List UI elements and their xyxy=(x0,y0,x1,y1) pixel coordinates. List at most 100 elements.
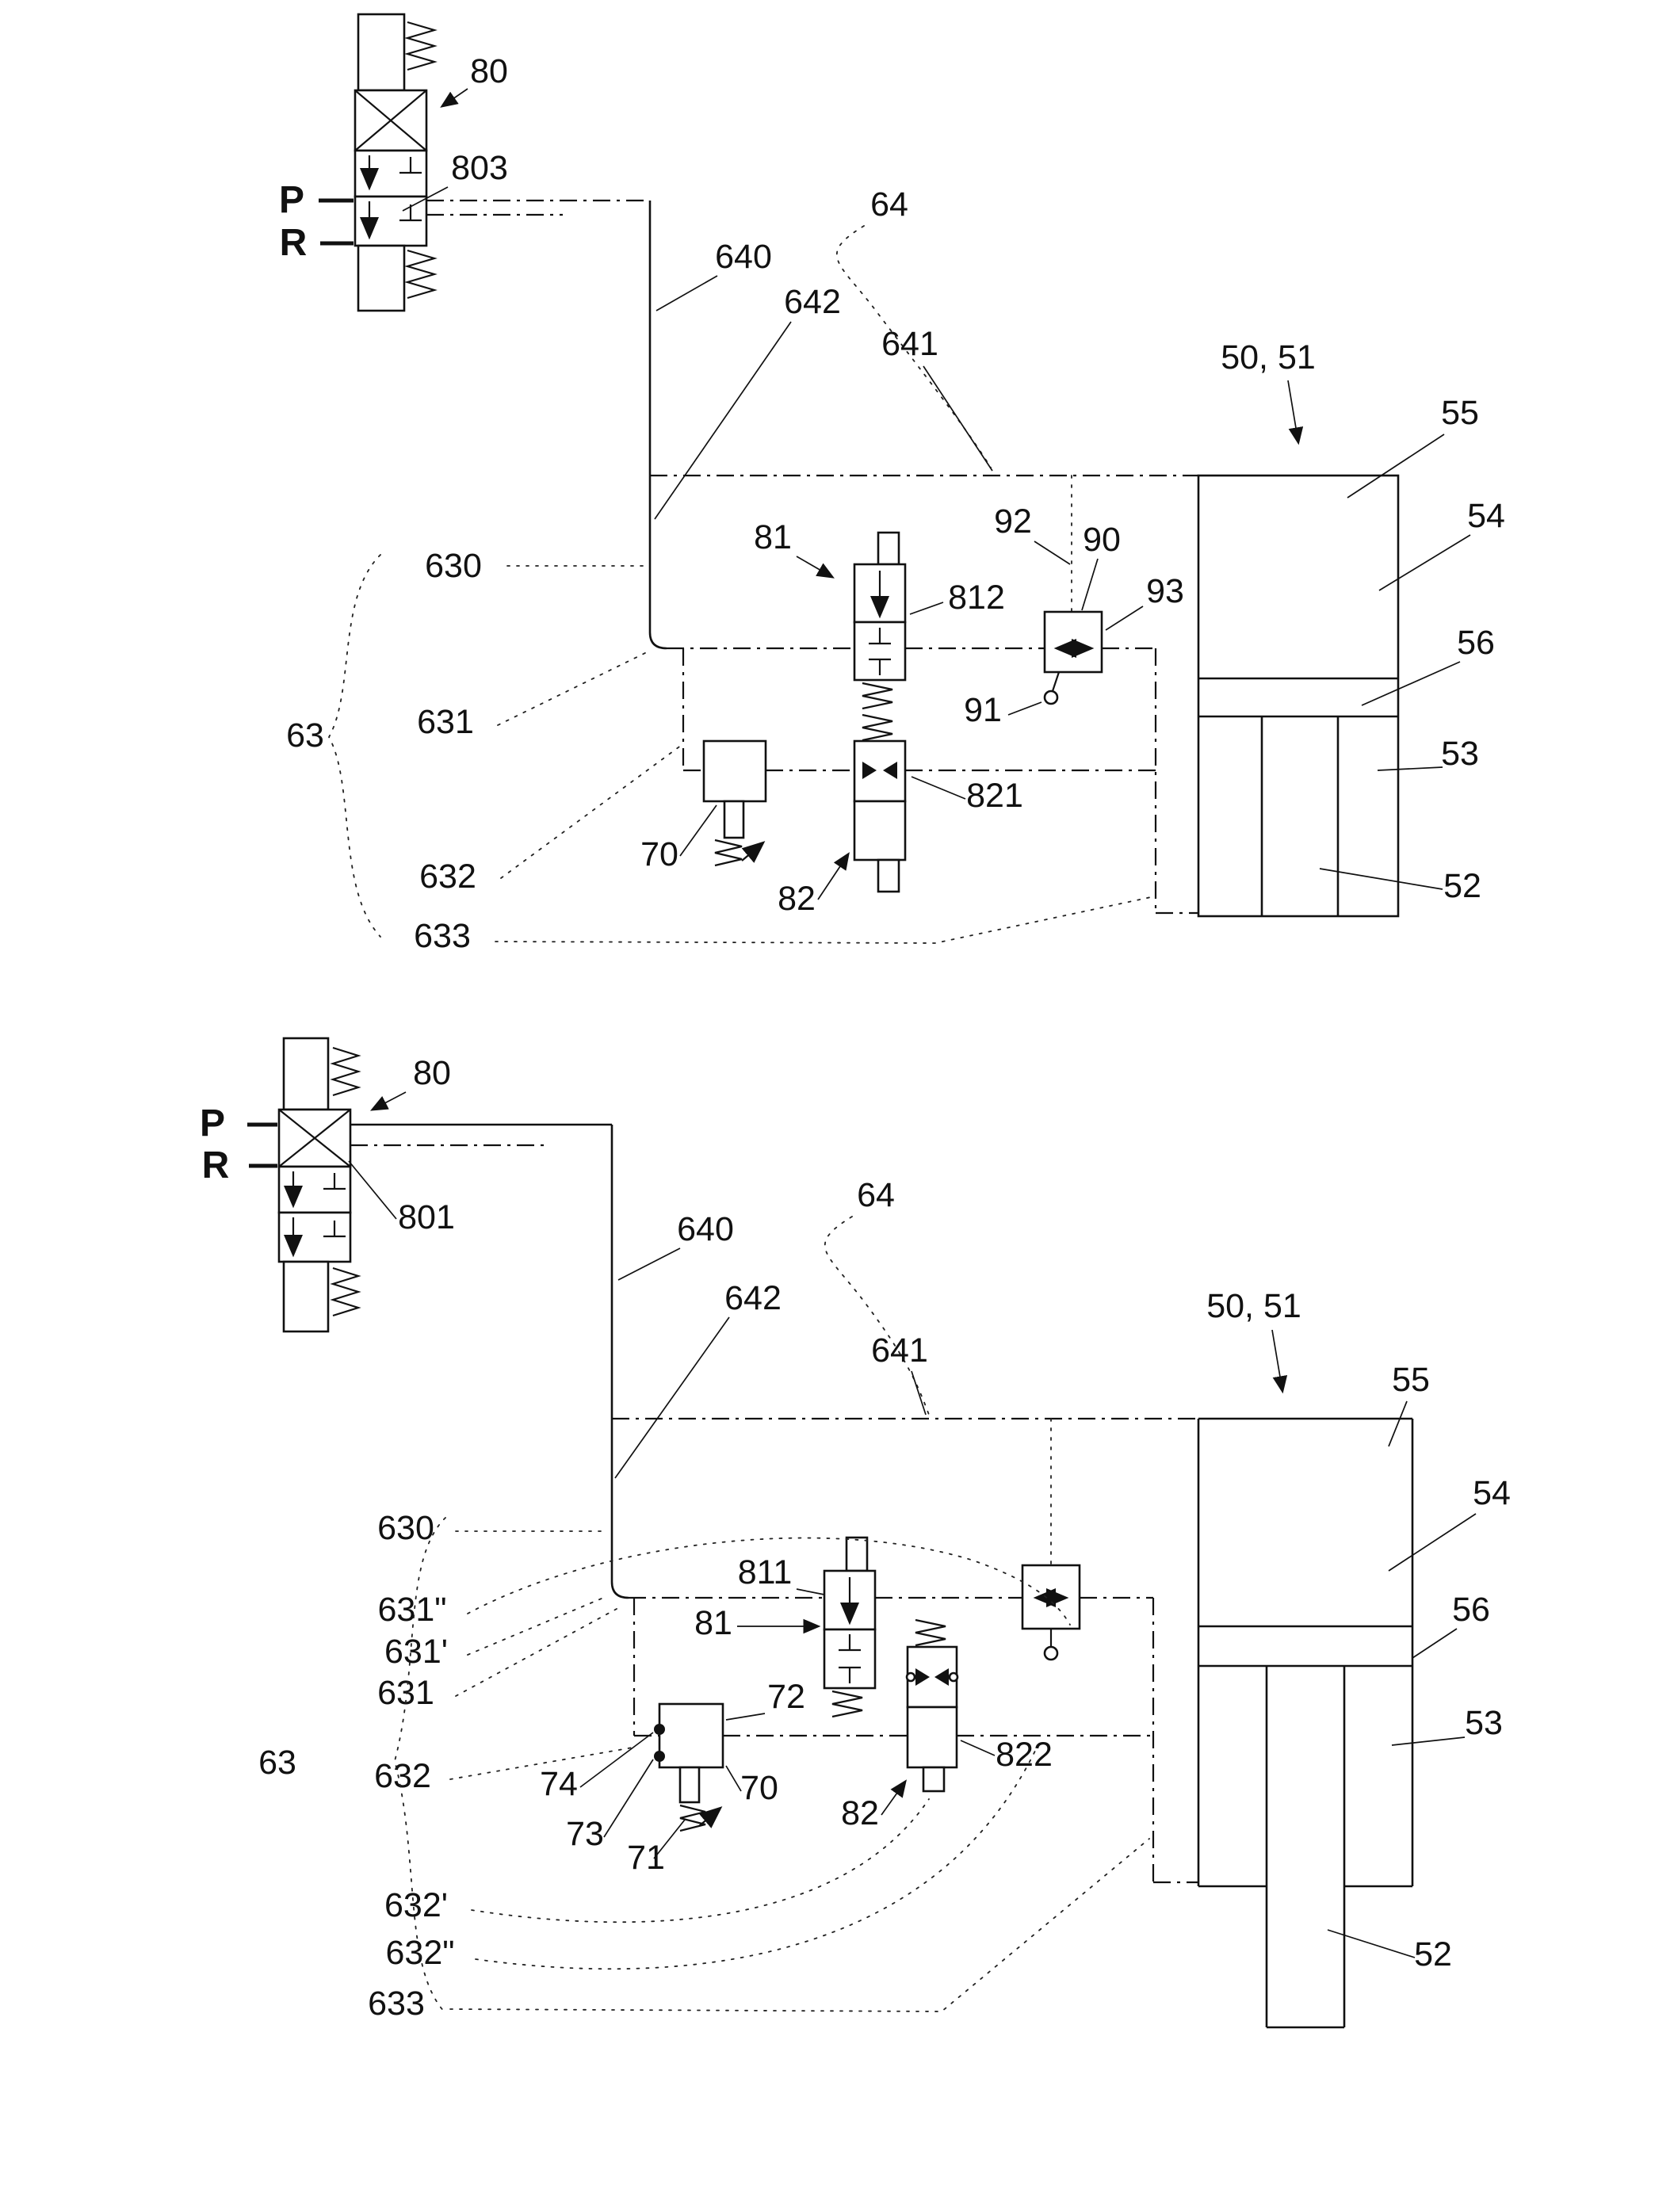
fig1-leader-641 xyxy=(923,365,993,472)
fig2-leader-53 xyxy=(1391,1736,1466,1746)
fig2-valve81-stem xyxy=(845,1536,869,1572)
fig1-leader-92 xyxy=(1034,541,1071,565)
fig1-ref-80: 80 xyxy=(470,52,508,90)
fig2-leader-5051 xyxy=(1271,1329,1288,1394)
fig2-ref-80: 80 xyxy=(413,1054,451,1092)
fig1-leader-54 xyxy=(1378,534,1471,591)
fig2-pilot-lines xyxy=(612,1417,1198,1884)
fig2-leader-801 xyxy=(348,1160,397,1220)
fig2-leader-70 xyxy=(725,1765,742,1792)
fig2-ref-52: 52 xyxy=(1414,1935,1452,1973)
fig1-valve82-arrow-right-icon xyxy=(862,762,877,779)
fig1-ref-70: 70 xyxy=(640,835,678,873)
fig1-ref-821: 821 xyxy=(966,777,1023,815)
figure2: P R 80 801 xyxy=(200,1037,1511,2029)
fig2-leader-52 xyxy=(1327,1929,1416,1958)
fig1-valve80-solenoid-x-icon xyxy=(354,90,427,151)
fig2-leader-632 xyxy=(449,1747,633,1780)
fig1-valve82-arrow-left-icon xyxy=(883,762,897,779)
fig2-ref-5051: 50, 51 xyxy=(1206,1287,1301,1325)
fig2-ref-801: 801 xyxy=(398,1198,455,1236)
fig2-ref-631dd: 631" xyxy=(377,1591,446,1629)
fig1-leader-53 xyxy=(1377,766,1443,771)
fig1-supply-lines xyxy=(426,199,667,650)
fig2-leader-74 xyxy=(579,1732,654,1788)
fig2-valve70-port-dot-74 xyxy=(654,1724,665,1735)
fig2-leader-72 xyxy=(725,1713,766,1721)
fig2-leader-631d xyxy=(467,1595,608,1656)
fig2-valve80-bottom-spring xyxy=(330,1266,361,1317)
fig2-ref-64: 64 xyxy=(857,1176,895,1214)
fig1-ref-52: 52 xyxy=(1443,867,1481,905)
fig1-valve-70 xyxy=(702,739,767,867)
fig2-leader-642 xyxy=(614,1316,730,1479)
fig2-line-hook xyxy=(610,1581,629,1599)
fig1-valve80-top-cap xyxy=(357,13,406,92)
fig1-valve80-bottom-spring xyxy=(404,249,438,300)
fig1-leader-82 xyxy=(817,852,850,900)
fig1-leader-80 xyxy=(440,88,468,108)
fig2-ref-54: 54 xyxy=(1473,1474,1511,1512)
fig2-supply-lines xyxy=(350,1123,629,1599)
fig2-solenoid-valve-80 xyxy=(247,1037,361,1333)
fig2-valve81-spring xyxy=(831,1690,863,1718)
fig2-leader-54 xyxy=(1388,1513,1477,1572)
fig2-brace-64 xyxy=(824,1216,930,1415)
fig2-leader-631 xyxy=(455,1608,617,1697)
fig1-pilot-lines xyxy=(650,474,1198,915)
fig1-valve82-box-bottom xyxy=(853,800,907,861)
fig1-leader-91 xyxy=(1007,701,1042,716)
fig2-ref-56: 56 xyxy=(1452,1591,1490,1629)
fig2-leader-633 xyxy=(449,1838,1150,2012)
fig2-leader-73 xyxy=(603,1759,654,1838)
fig1-valve-81 xyxy=(853,531,907,710)
fig1-ref-53: 53 xyxy=(1441,735,1479,773)
fig1-valve82-box-top xyxy=(853,739,907,803)
fig1-ref-633: 633 xyxy=(414,917,471,955)
fig1-ref-54: 54 xyxy=(1467,497,1505,535)
fig1-leader-56 xyxy=(1361,661,1461,706)
fig1-ref-91: 91 xyxy=(964,691,1002,729)
fig2-valve82-stem xyxy=(922,1766,946,1793)
fig2-leader-71 xyxy=(653,1819,686,1859)
fig2-port-p-label: P xyxy=(200,1102,225,1144)
fig2-valve80-bottom-cap xyxy=(282,1260,330,1333)
fig2-ref-81: 81 xyxy=(694,1604,732,1642)
fig1-leader-812 xyxy=(909,602,944,615)
fig2-ref-631: 631 xyxy=(377,1674,434,1712)
fig2-ref-822: 822 xyxy=(996,1736,1053,1774)
fig1-ref-56: 56 xyxy=(1457,624,1495,662)
fig2-valve70-actuation-arrow-icon xyxy=(698,1806,723,1828)
fig1-cylinder-body xyxy=(1197,474,1400,918)
fig2-valve81-blocked-symbol xyxy=(839,1634,861,1683)
fig1-ref-632: 632 xyxy=(419,858,476,896)
fig2-ref-55: 55 xyxy=(1392,1361,1430,1399)
fig1-leader-93 xyxy=(1105,606,1144,631)
fig1-leader-90 xyxy=(1081,558,1099,611)
fig2-valve82-arrow-right-icon xyxy=(915,1668,930,1686)
fig1-valve81-stem xyxy=(877,531,900,566)
fig1-valve70-stem xyxy=(723,800,745,839)
fig1-ref-92: 92 xyxy=(994,502,1032,541)
fig1-ref-82: 82 xyxy=(778,880,816,918)
fig1-line-hook xyxy=(648,632,667,650)
fig1-ref-93: 93 xyxy=(1146,572,1184,610)
fig1-drain-line xyxy=(1051,671,1061,692)
fig2-ref-642: 642 xyxy=(724,1279,782,1317)
fig2-valve70-stem xyxy=(678,1766,701,1804)
fig2-valve82-spring xyxy=(915,1618,946,1647)
fig2-ref-641: 641 xyxy=(871,1331,928,1370)
fig2-ref-72: 72 xyxy=(767,1678,805,1716)
fig2-ref-640: 640 xyxy=(677,1210,734,1248)
fig2-ref-632: 632 xyxy=(374,1757,431,1795)
fig1-ref-812: 812 xyxy=(948,579,1005,617)
fig2-valve80-top-spring xyxy=(330,1046,361,1097)
fig2-leader-56 xyxy=(1412,1628,1458,1659)
fig2-leader-641 xyxy=(911,1370,927,1415)
fig1-leader-70 xyxy=(679,804,717,857)
fig2-leader-811 xyxy=(796,1588,825,1595)
fig2-leader-631dd xyxy=(467,1537,1071,1626)
fig2-valve82-box-bottom xyxy=(906,1706,958,1769)
fig1-leader-631 xyxy=(497,651,649,726)
